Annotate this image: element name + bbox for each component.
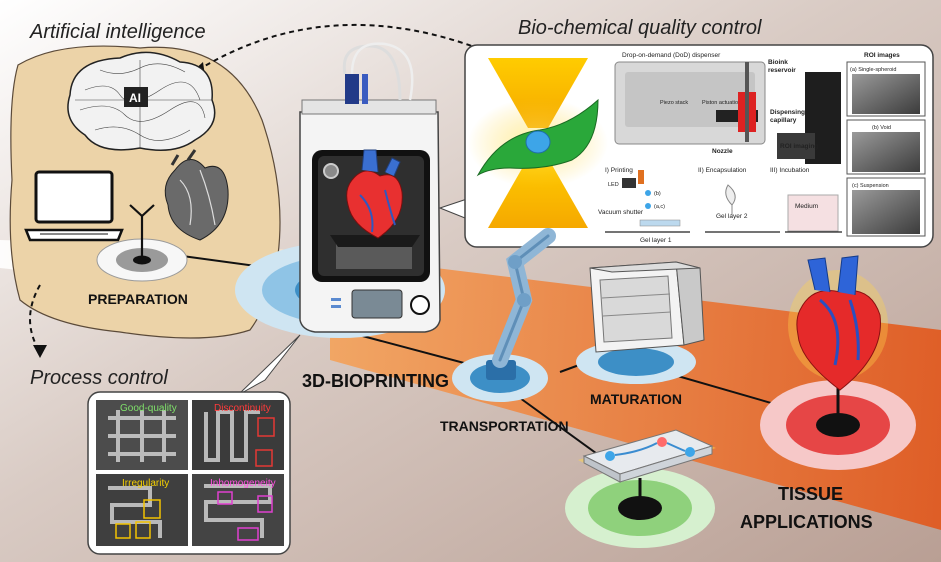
arrowhead-process [33, 345, 47, 358]
qc-dod: Drop-on-demand (DoD) dispenser [622, 52, 721, 59]
orange-ray [330, 255, 941, 530]
qc-step3: III) Incubation [770, 167, 810, 174]
qc-medium: Medium [795, 203, 818, 210]
printer-display [351, 289, 403, 319]
transportation-platform [452, 354, 548, 402]
qc-roi-imaging: ROI imaging [780, 143, 818, 150]
stage-label-bioprinting: 3D-BIOPRINTING [302, 371, 449, 391]
process-control-label: Process control [30, 367, 168, 389]
ai-chip-text: AI [129, 91, 141, 105]
qc-label: Bio-chemical quality control [518, 17, 762, 39]
organ-on-chip-icon [578, 429, 716, 483]
qc-piezo-stack: Piezo stack [660, 100, 688, 106]
tissue-heart-icon [788, 255, 888, 391]
preparation-platform [96, 204, 188, 282]
stage-label-transportation: TRANSPORTATION [440, 418, 569, 434]
qc-bioink: Bioink [768, 59, 788, 66]
ai-brain: AI [67, 51, 216, 151]
qc-piston: Piston actuation [702, 100, 741, 106]
qc-roi-c: (c) Suspension [852, 183, 889, 189]
qc-roi-a: (a) Single-spheroid [850, 67, 896, 73]
qc-reservoir: reservoir [768, 67, 796, 74]
laptop-icon [24, 170, 124, 242]
stage-label-maturation: MATURATION [590, 391, 682, 407]
qc-ac: (a,c) [654, 204, 665, 210]
stage-label-tissue-2: APPLICATIONS [740, 512, 873, 532]
qc-b: (b) [654, 191, 661, 197]
qc-roi-images: ROI images [864, 52, 900, 59]
qc-nozzle: Nozzle [712, 148, 733, 155]
qc-step2: II) Encapsulation [698, 167, 747, 174]
process-callout-pointer [237, 334, 301, 396]
led-icon [622, 178, 636, 188]
robotic-arm-icon [492, 228, 556, 368]
tissue-platform [760, 380, 916, 470]
process-inhom-label: Inhomogeneity [210, 478, 276, 489]
printer-knob [410, 295, 430, 315]
cell-nucleus-icon [525, 130, 551, 154]
chip-platform [565, 468, 715, 548]
heart-sketch-icon [164, 149, 229, 241]
bioprinter [299, 42, 441, 333]
printed-heart-icon [346, 170, 403, 239]
qc-gel2: Gel layer 2 [716, 213, 748, 220]
process-control-panel: Good-quality Discontinuity Irregularity … [87, 391, 291, 555]
qc-gel1: Gel layer 1 [640, 237, 672, 244]
quality-control-panel: Drop-on-demand (DoD) dispenser Piezo sta… [464, 44, 934, 248]
qc-step1: I) Printing [605, 167, 633, 174]
stage-label-preparation: PREPARATION [88, 291, 188, 307]
camera-icon [323, 163, 339, 179]
qc-capillary: capillary [770, 117, 797, 124]
process-irreg-label: Irregularity [122, 478, 169, 489]
qc-vacuum: Vacuum shutter [598, 209, 644, 216]
ai-label: Artificial intelligence [29, 21, 206, 43]
qc-led: LED [608, 182, 619, 188]
ai-chip-icon [124, 87, 148, 107]
qc-dispensing: Dispensing [770, 109, 805, 116]
qc-roi-b: (b) Void [872, 125, 891, 131]
process-good-label: Good-quality [120, 403, 177, 414]
process-disc-label: Discontinuity [214, 403, 271, 414]
incubator-icon [589, 261, 705, 353]
stage-label-tissue-1: TISSUE [778, 484, 843, 504]
